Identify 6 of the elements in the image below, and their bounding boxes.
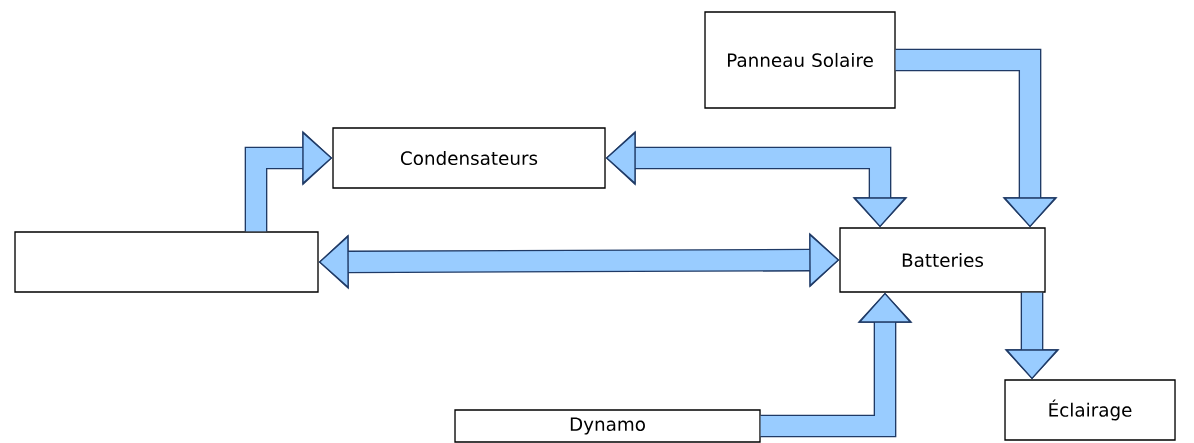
process-box: Panneau Solaire (704, 11, 896, 109)
process-box: Condensateurs (332, 127, 606, 189)
process-box: Dynamo (454, 409, 761, 443)
process-box: Éclairage (1004, 379, 1176, 441)
empty-box (14, 231, 319, 293)
process-box: Batteries (839, 227, 1046, 293)
